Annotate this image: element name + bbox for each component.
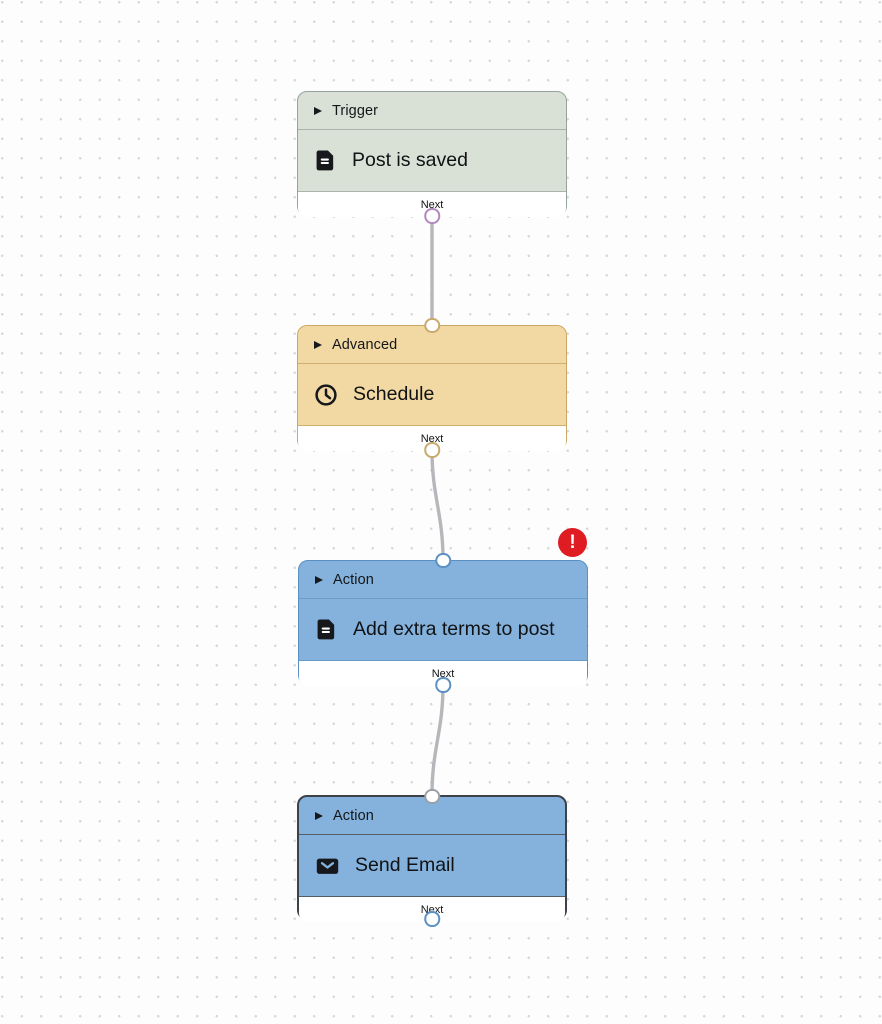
output-port[interactable] bbox=[435, 677, 451, 693]
document-icon bbox=[317, 619, 335, 640]
collapse-arrow-icon[interactable] bbox=[314, 340, 322, 349]
mail-icon bbox=[316, 858, 339, 874]
node-title: Post is saved bbox=[352, 149, 468, 171]
node-header[interactable]: Trigger bbox=[298, 92, 566, 130]
next-port-label: Next bbox=[420, 198, 444, 211]
clock-icon bbox=[315, 383, 337, 406]
output-port[interactable] bbox=[424, 911, 440, 927]
input-port[interactable] bbox=[435, 552, 451, 568]
node-category-label: Advanced bbox=[332, 336, 398, 353]
node-body[interactable]: Send Email bbox=[299, 835, 565, 896]
error-badge[interactable]: ! bbox=[558, 528, 587, 557]
next-port-label: Next bbox=[431, 667, 455, 680]
node-header[interactable]: Action bbox=[299, 797, 565, 835]
collapse-arrow-icon[interactable] bbox=[314, 106, 322, 115]
node-title: Schedule bbox=[353, 383, 435, 405]
input-port[interactable] bbox=[424, 788, 440, 804]
node-add-extra-terms-to-post[interactable]: Action Add extra terms to post Next bbox=[298, 552, 588, 693]
collapse-arrow-icon[interactable] bbox=[315, 811, 323, 820]
node-body[interactable]: Schedule bbox=[298, 364, 566, 425]
next-port-label: Next bbox=[420, 432, 444, 445]
node-body[interactable]: Post is saved bbox=[298, 130, 566, 191]
node-category-label: Trigger bbox=[332, 102, 379, 119]
edge-add-terms-to-send-email[interactable] bbox=[430, 683, 445, 797]
document-icon bbox=[316, 150, 334, 171]
node-send-email[interactable]: Action Send Email Next bbox=[297, 788, 567, 927]
input-port[interactable] bbox=[424, 317, 440, 333]
node-category-label: Action bbox=[333, 571, 374, 588]
node-title: Send Email bbox=[355, 854, 455, 876]
node-header[interactable]: Action bbox=[299, 561, 587, 599]
output-port[interactable] bbox=[424, 208, 440, 224]
node-post-is-saved[interactable]: Trigger Post is saved Next bbox=[297, 91, 567, 224]
node-body[interactable]: Add extra terms to post bbox=[299, 599, 587, 660]
output-port[interactable] bbox=[424, 442, 440, 458]
node-footer: Next bbox=[298, 191, 566, 217]
node-title: Add extra terms to post bbox=[353, 618, 555, 640]
node-schedule[interactable]: Advanced Schedule Next bbox=[297, 317, 567, 458]
collapse-arrow-icon[interactable] bbox=[315, 575, 323, 584]
node-header[interactable]: Advanced bbox=[298, 326, 566, 364]
node-category-label: Action bbox=[333, 807, 374, 824]
edge-schedule-to-add-terms[interactable] bbox=[430, 448, 445, 562]
